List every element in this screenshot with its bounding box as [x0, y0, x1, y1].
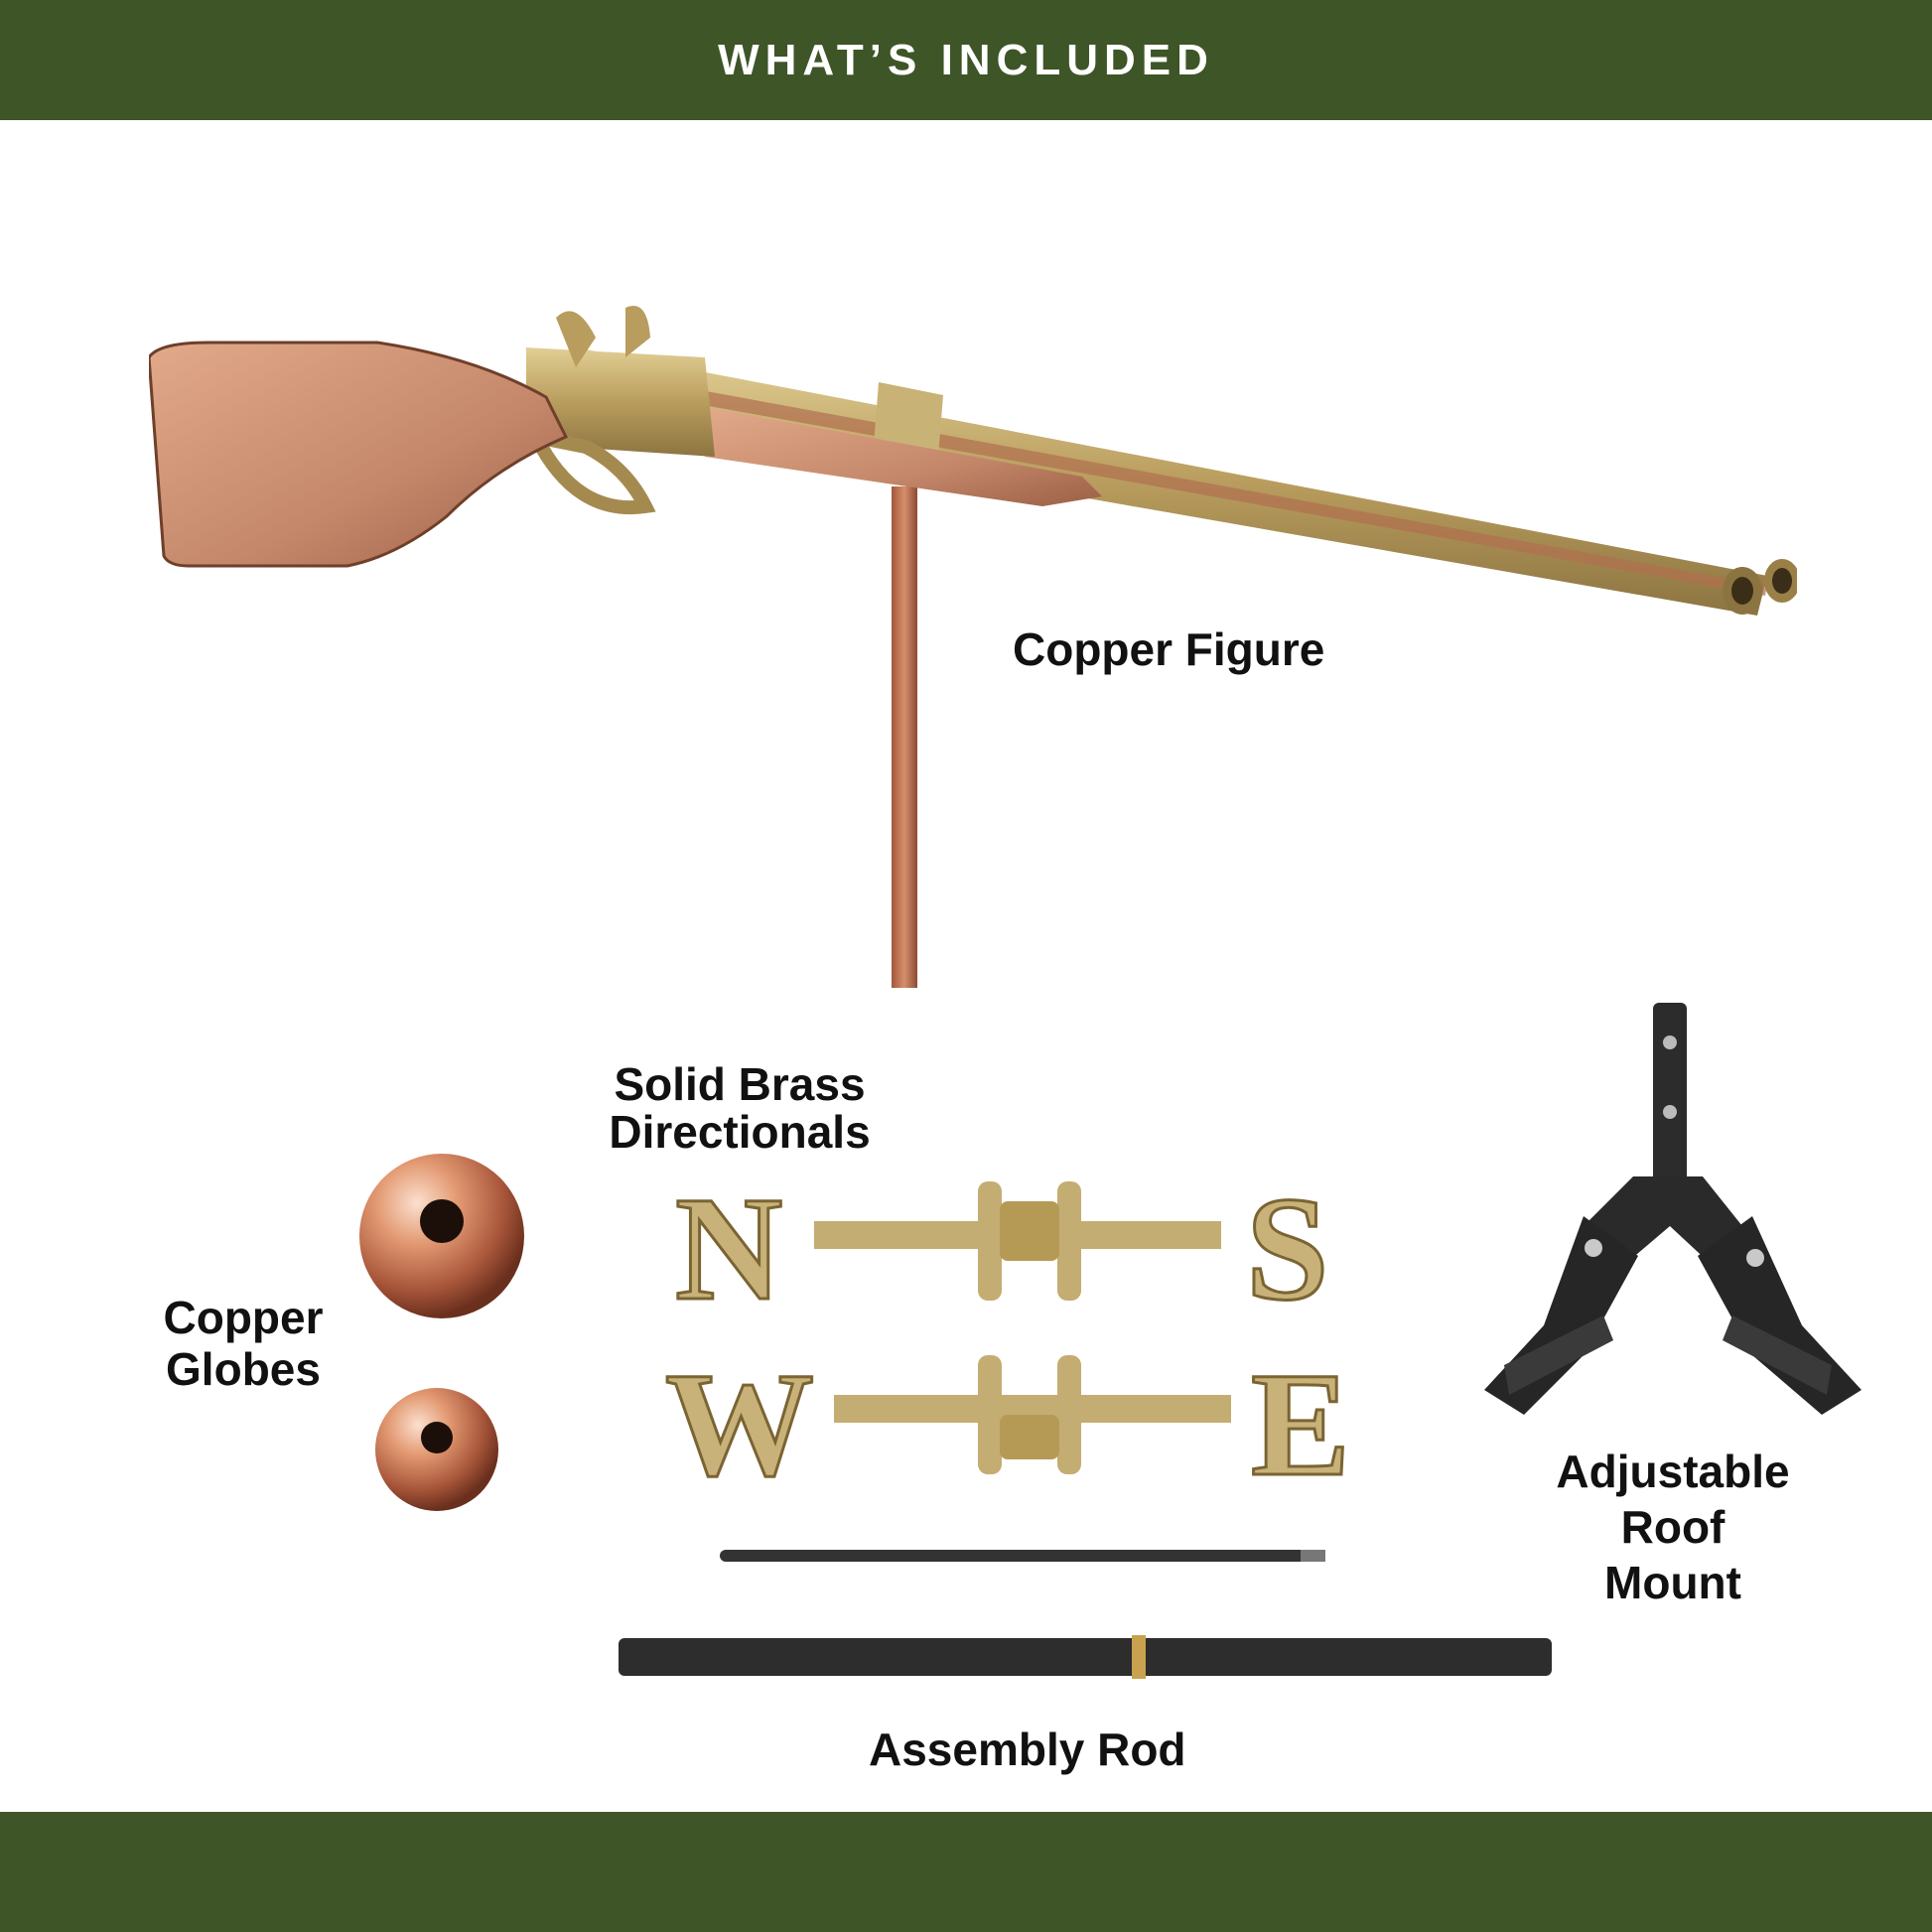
assembly-rod-icon — [616, 1544, 1559, 1683]
copper-figure-label: Copper Figure — [1013, 623, 1325, 675]
roof-mount-icon — [1464, 998, 1881, 1435]
directional-n: N — [675, 1172, 782, 1331]
roof-mount-line3: Mount — [1604, 1557, 1741, 1608]
shotgun-figure-icon — [149, 288, 1797, 1003]
copper-globe-icon — [357, 1152, 536, 1519]
directional-s: S — [1246, 1172, 1328, 1331]
solid-brass-directionals-label: Solid Brass Directionals — [606, 1057, 874, 1159]
directional-w: W — [665, 1342, 814, 1489]
directional-e: E — [1251, 1342, 1350, 1489]
solid-brass-line2: Directionals — [609, 1106, 871, 1158]
copper-globes-line1: Copper — [163, 1292, 324, 1343]
brass-directional-icon: N S W E — [665, 1172, 1380, 1489]
header-band: WHAT’S INCLUDED — [0, 0, 1932, 120]
roof-mount-label: Adjustable Roof Mount — [1519, 1445, 1827, 1609]
assembly-rod-label: Assembly Rod — [869, 1724, 1186, 1775]
copper-globes-line2: Globes — [166, 1343, 321, 1395]
roof-mount-line1: Adjustable — [1556, 1446, 1790, 1497]
footer-band — [0, 1812, 1932, 1932]
copper-globes-label: Copper Globes — [139, 1291, 347, 1396]
page-title: WHAT’S INCLUDED — [718, 35, 1214, 84]
solid-brass-line1: Solid Brass — [614, 1058, 866, 1110]
roof-mount-line2: Roof — [1620, 1501, 1725, 1553]
